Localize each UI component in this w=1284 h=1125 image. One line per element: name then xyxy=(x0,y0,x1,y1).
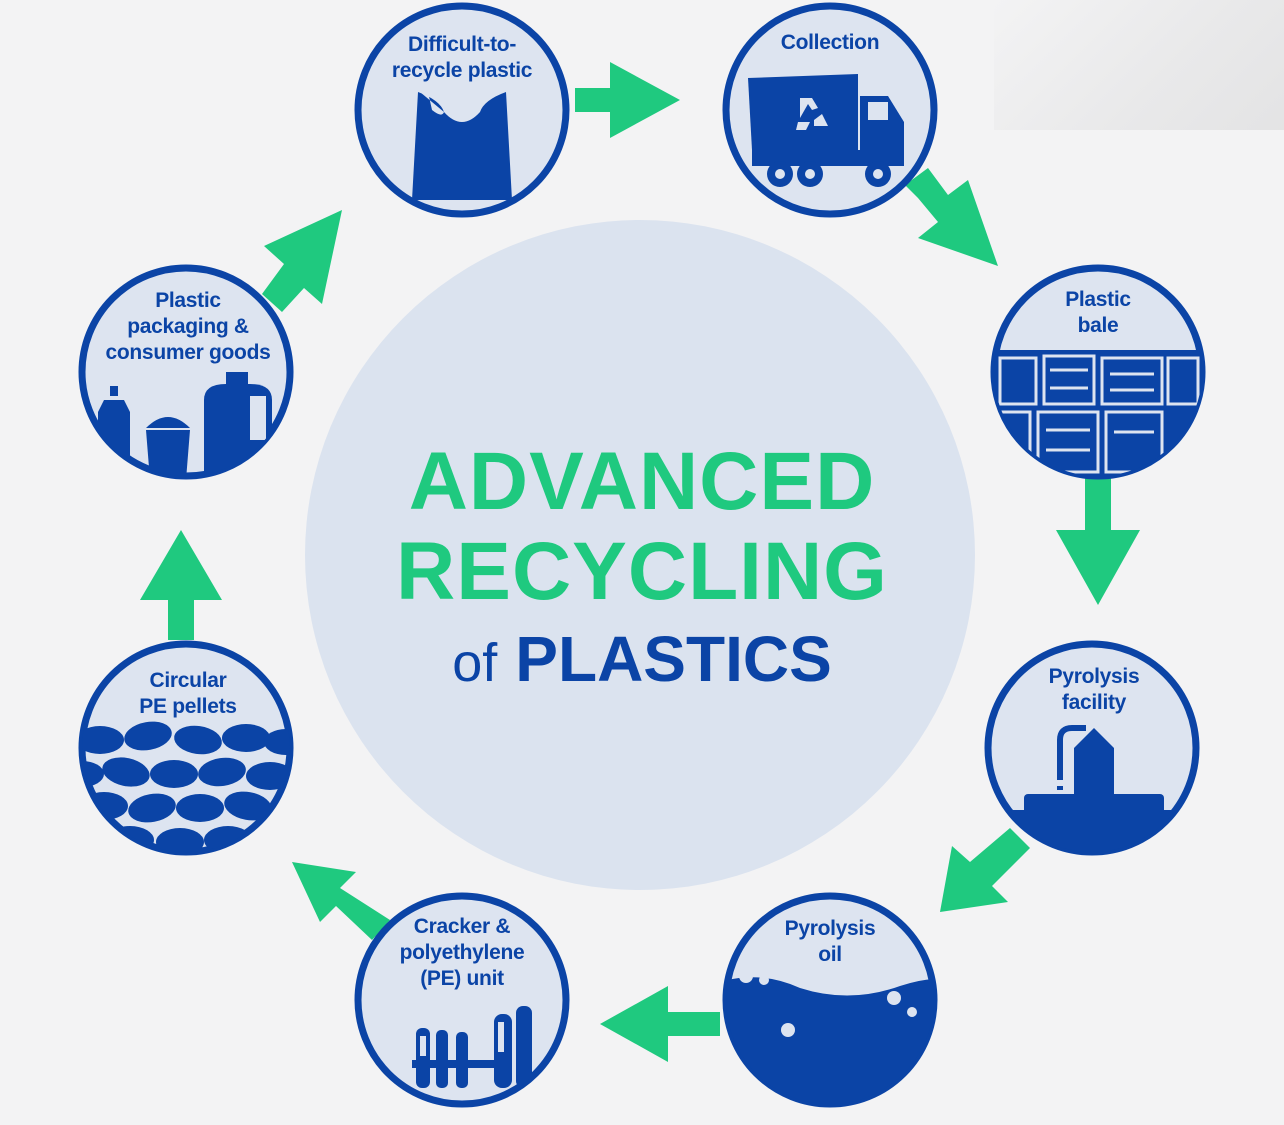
title-of: of xyxy=(452,633,498,693)
label-line: bale xyxy=(1077,314,1119,337)
label-line: Cracker & xyxy=(413,915,511,938)
arrow-7 xyxy=(140,530,222,640)
label-line: recycle plastic xyxy=(391,59,533,82)
label-packaging: Plastic packaging & consumer goods xyxy=(88,288,288,366)
arrow-6 xyxy=(292,862,390,940)
label-line: packaging & xyxy=(127,315,249,338)
step-pyrolysis-oil xyxy=(722,892,938,1108)
label-difficult: Difficult-to- recycle plastic xyxy=(362,32,562,84)
arrow-8 xyxy=(262,210,342,312)
step-bale xyxy=(990,264,1206,480)
center-circle xyxy=(305,220,975,890)
arrow-4 xyxy=(940,828,1030,912)
label-bale: Plastic bale xyxy=(998,287,1198,339)
cycle-arrows xyxy=(140,62,1140,1062)
arrow-2 xyxy=(905,168,998,266)
label-line: Difficult-to- xyxy=(407,33,517,56)
label-line: (PE) unit xyxy=(420,967,504,990)
label-line: oil xyxy=(818,943,842,966)
plastic-bag-icon xyxy=(412,92,512,200)
plastic-bale-icon xyxy=(994,350,1202,476)
label-pellets: Circular PE pellets xyxy=(88,668,288,720)
refinery-towers-icon xyxy=(412,1006,532,1088)
label-line: polyethylene xyxy=(399,941,525,964)
step-pellets xyxy=(78,640,294,856)
arrow-5 xyxy=(600,986,720,1062)
step-cracker xyxy=(354,892,570,1108)
title-advanced: ADVANCED xyxy=(408,436,876,527)
title-plastics: PLASTICS xyxy=(515,623,832,695)
recycling-truck-icon xyxy=(748,74,904,187)
title-recycling: RECYCLING xyxy=(396,526,888,617)
step-packaging xyxy=(78,264,294,480)
label-line: Plastic xyxy=(155,289,221,312)
label-line: Pyrolysis xyxy=(784,917,876,940)
title-of-plastics: of PLASTICS xyxy=(292,622,992,696)
label-pyrolysis-oil: Pyrolysis oil xyxy=(730,916,930,968)
corner-smudge xyxy=(994,0,1284,130)
label-line: PE pellets xyxy=(139,695,237,718)
label-collection: Collection xyxy=(730,30,930,56)
label-cracker: Cracker & polyethylene (PE) unit xyxy=(362,914,562,992)
label-line: Collection xyxy=(780,31,880,54)
label-line: Pyrolysis xyxy=(1048,665,1140,688)
label-pyrolysis-facility: Pyrolysis facility xyxy=(994,664,1194,716)
label-line: Plastic xyxy=(1065,288,1131,311)
label-line: facility xyxy=(1061,691,1127,714)
arrow-3 xyxy=(1056,478,1140,605)
label-line: consumer goods xyxy=(105,341,271,364)
step-collection xyxy=(722,2,938,218)
label-line: Circular xyxy=(149,669,227,692)
step-difficult xyxy=(354,2,570,218)
arrow-1 xyxy=(575,62,680,138)
